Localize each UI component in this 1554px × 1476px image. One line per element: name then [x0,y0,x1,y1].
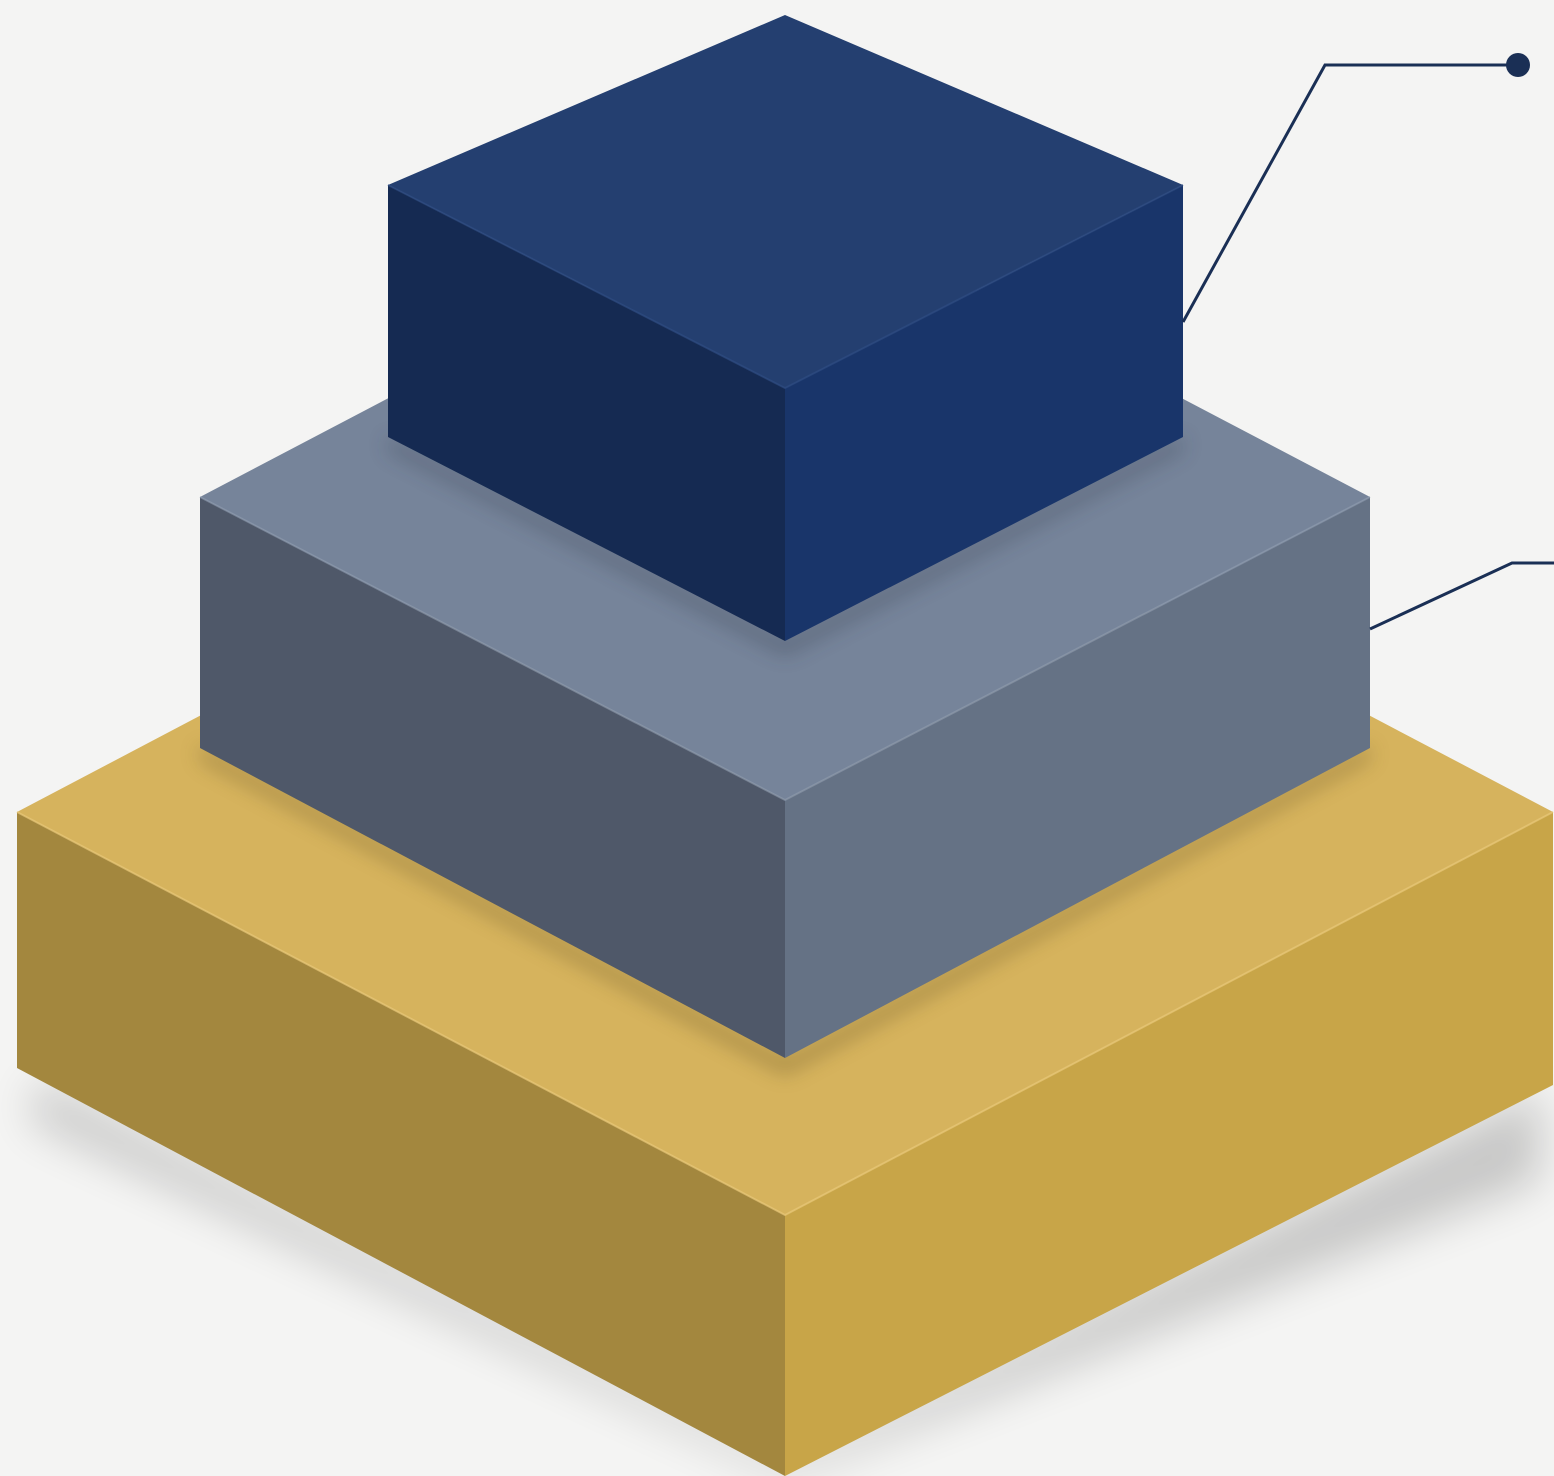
tier-top-left-face [388,185,785,641]
tier-top [387,15,1184,641]
tier-bottom-right-face [785,812,1553,1476]
callout-top-line [1181,63,1518,323]
tier-top-top-face [388,15,1183,388]
tier-bottom-edge [16,811,1554,1217]
tier-middle-right-face [785,497,1370,1058]
tier-top-edge [387,184,1184,390]
tier-top-right-face [785,185,1183,641]
tier-middle-edge [199,496,1371,802]
callout-top [1181,53,1530,323]
tier-bottom-left-face [17,812,785,1476]
callout-middle-line [1369,561,1554,631]
callout-top-dot [1506,53,1530,77]
tier-middle-left-face [200,497,785,1058]
callout-middle [1369,561,1554,631]
ground-shadow [30,1080,1540,1476]
